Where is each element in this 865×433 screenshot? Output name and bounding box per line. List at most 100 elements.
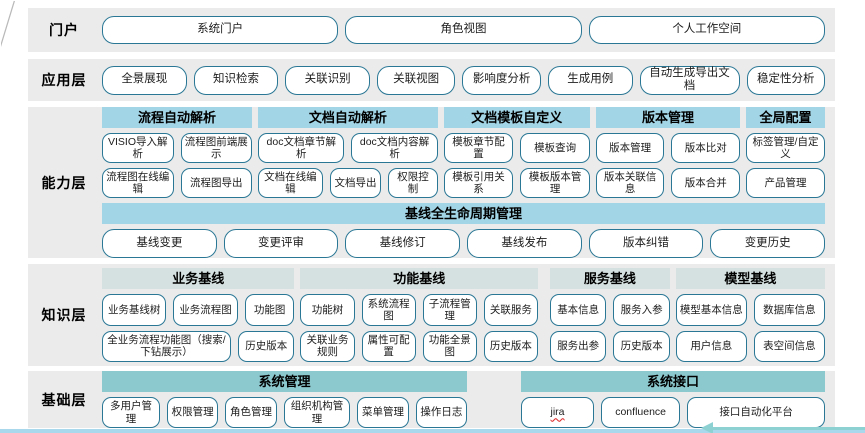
kn-group-service-baseline: 服务基线 基本信息服务入参 服务出参历史版本 <box>550 268 670 362</box>
application-button[interactable]: 自动生成导出文档 <box>639 65 740 95</box>
portal-layer-label: 门户 <box>49 22 79 38</box>
kn-feature-button[interactable]: 历史版本 <box>238 330 295 362</box>
kn-feature-button[interactable]: 服务入参 <box>613 294 670 326</box>
application-button-row: 全景展现知识检索关联识别关联视图影响度分析生成用例自动生成导出文档稳定性分析 <box>102 65 826 95</box>
cap-feature-row: 流程图在线编辑流程图导出 <box>102 168 253 199</box>
cap-feature-button[interactable]: 模板版本管理 <box>520 168 590 199</box>
cap-feature-button[interactable]: VISIO导入解析 <box>102 132 174 163</box>
cap-feature-button[interactable]: 流程图导出 <box>180 168 253 199</box>
kn-feature-button[interactable]: 历史版本 <box>483 330 538 362</box>
layer-portal: 门户 系统门户角色视图个人工作空间 <box>28 8 835 52</box>
application-button[interactable]: 稳定性分析 <box>746 65 826 95</box>
baseline-button[interactable]: 变更历史 <box>710 229 826 259</box>
kn-feature-button[interactable]: 业务流程图 <box>173 294 238 326</box>
kn-feature-button[interactable]: 系统流程图 <box>361 294 416 326</box>
kn-feature-button[interactable]: 服务出参 <box>550 330 607 362</box>
baseline-section-title: 基线全生命周期管理 <box>102 203 825 225</box>
cap-feature-button[interactable]: 产品管理 <box>746 168 825 199</box>
application-button[interactable]: 关联视图 <box>376 65 456 95</box>
cap-feature-button[interactable]: doc文档内容解析 <box>351 132 438 163</box>
cap-feature-button[interactable]: 流程图在线编辑 <box>102 168 174 199</box>
kn-feature-button[interactable]: 全业务流程功能图（搜索/下钻展示） <box>102 330 232 362</box>
application-button[interactable]: 关联识别 <box>285 65 370 95</box>
cap-feature-button[interactable]: 版本关联信息 <box>595 168 665 199</box>
kn-group-title: 业务基线 <box>102 268 295 289</box>
kn-feature-button[interactable]: 属性可配置 <box>361 330 416 362</box>
cap-baseline-section: 基线全生命周期管理 基线变更变更评审基线修订基线发布版本纠错变更历史 <box>102 203 826 259</box>
cap-feature-row: 文档在线编辑文档导出权限控制 <box>258 168 438 199</box>
fn-feature-button[interactable]: 菜单管理 <box>357 397 409 428</box>
kn-feature-row: 用户信息表空间信息 <box>675 330 825 362</box>
fn-feature-row: 多用户管理权限管理角色管理组织机构管理菜单管理操作日志 <box>102 397 468 428</box>
portal-button[interactable]: 系统门户 <box>102 16 339 44</box>
kn-feature-button[interactable]: 数据库信息 <box>753 294 825 326</box>
kn-feature-button[interactable]: 用户信息 <box>675 330 747 362</box>
cap-feature-row: 模板引用关系模板版本管理 <box>443 168 590 199</box>
cap-feature-button[interactable]: 流程图前端展示 <box>180 132 253 163</box>
kn-feature-button[interactable]: 历史版本 <box>613 330 670 362</box>
left-arrow-icon <box>701 422 865 433</box>
fn-feature-button[interactable]: 操作日志 <box>415 397 468 428</box>
kn-group-function-baseline: 功能基线 功能树系统流程图子流程管理关联服务 关联业务规则属性可配置功能全景图历… <box>300 268 538 362</box>
kn-feature-button[interactable]: 基本信息 <box>550 294 607 326</box>
kn-group-title: 功能基线 <box>300 268 538 289</box>
baseline-button[interactable]: 变更评审 <box>223 229 339 259</box>
kn-feature-button[interactable]: 功能树 <box>300 294 355 326</box>
cap-feature-button[interactable]: 模板查询 <box>520 132 590 163</box>
cap-feature-button[interactable]: 版本合并 <box>671 168 741 199</box>
cap-group-version-mgmt: 版本管理 版本管理版本比对 版本关联信息版本合并 <box>595 106 741 199</box>
fn-feature-button[interactable]: 角色管理 <box>225 397 277 428</box>
cap-feature-button[interactable]: 权限控制 <box>388 168 438 199</box>
application-button[interactable]: 影响度分析 <box>462 65 541 95</box>
kn-feature-button[interactable]: 业务基线树 <box>102 294 167 326</box>
portal-button[interactable]: 个人工作空间 <box>588 16 825 44</box>
layer-knowledge: 知识层 业务基线 业务基线树业务流程图功能图 全业务流程功能图（搜索/下钻展示）… <box>28 264 835 366</box>
application-layer-label: 应用层 <box>41 72 87 88</box>
cap-feature-button[interactable]: 版本比对 <box>671 132 741 163</box>
cap-group-title: 文档自动解析 <box>258 106 438 128</box>
fn-group-title: 系统管理 <box>102 371 468 393</box>
cap-feature-button[interactable]: 版本管理 <box>595 132 665 163</box>
application-button[interactable]: 生成用例 <box>547 65 633 95</box>
fn-feature-button[interactable]: 多用户管理 <box>102 397 160 428</box>
fn-feature-button[interactable]: 权限管理 <box>166 397 219 428</box>
cap-group-doc-template: 文档模板自定义 模板章节配置模板查询 模板引用关系模板版本管理 <box>443 106 590 199</box>
kn-feature-button[interactable]: 功能图 <box>244 294 295 326</box>
application-button[interactable]: 知识检索 <box>193 65 279 95</box>
kn-feature-button[interactable]: 表空间信息 <box>753 330 825 362</box>
baseline-button[interactable]: 基线发布 <box>467 229 582 259</box>
kn-feature-button[interactable]: 功能全景图 <box>422 330 477 362</box>
fn-feature-button[interactable]: 组织机构管理 <box>283 397 351 428</box>
cap-feature-button[interactable]: 标签管理/自定义 <box>746 132 825 163</box>
kn-feature-button[interactable]: 模型基本信息 <box>675 294 747 326</box>
fn-feature-button[interactable]: jira <box>521 397 594 428</box>
kn-feature-row: 模型基本信息数据库信息 <box>675 294 825 326</box>
application-button[interactable]: 全景展现 <box>102 65 187 95</box>
baseline-button[interactable]: 基线变更 <box>102 229 217 259</box>
cap-feature-row: VISIO导入解析流程图前端展示 <box>102 132 253 163</box>
cap-feature-button[interactable]: 模板章节配置 <box>443 132 514 163</box>
portal-button[interactable]: 角色视图 <box>345 16 582 44</box>
kn-feature-row: 功能树系统流程图子流程管理关联服务 <box>300 294 538 326</box>
baseline-button[interactable]: 版本纠错 <box>588 229 704 259</box>
foundation-gap <box>473 371 515 427</box>
cap-feature-button[interactable]: 文档导出 <box>329 168 382 199</box>
portal-button-row: 系统门户角色视图个人工作空间 <box>102 16 825 44</box>
cap-group-title: 流程自动解析 <box>102 106 253 128</box>
kn-feature-button[interactable]: 关联业务规则 <box>300 330 355 362</box>
baseline-button[interactable]: 基线修订 <box>345 229 461 259</box>
cap-group-process-parsing: 流程自动解析 VISIO导入解析流程图前端展示 流程图在线编辑流程图导出 <box>102 106 253 199</box>
cap-feature-button[interactable]: 模板引用关系 <box>443 168 514 199</box>
layer-foundation: 基础层 系统管理 多用户管理权限管理角色管理组织机构管理菜单管理操作日志 系统接… <box>28 371 835 428</box>
kn-feature-button[interactable]: 子流程管理 <box>422 294 477 326</box>
knowledge-layer-label: 知识层 <box>41 307 87 323</box>
cap-feature-button[interactable]: 文档在线编辑 <box>258 168 323 199</box>
cap-feature-button[interactable]: doc文档章节解析 <box>258 132 345 163</box>
cap-group-title: 全局配置 <box>746 106 825 128</box>
kn-feature-button[interactable]: 关联服务 <box>483 294 538 326</box>
kn-feature-row: 全业务流程功能图（搜索/下钻展示）历史版本 <box>102 330 295 362</box>
fn-feature-button[interactable]: confluence <box>600 397 681 428</box>
